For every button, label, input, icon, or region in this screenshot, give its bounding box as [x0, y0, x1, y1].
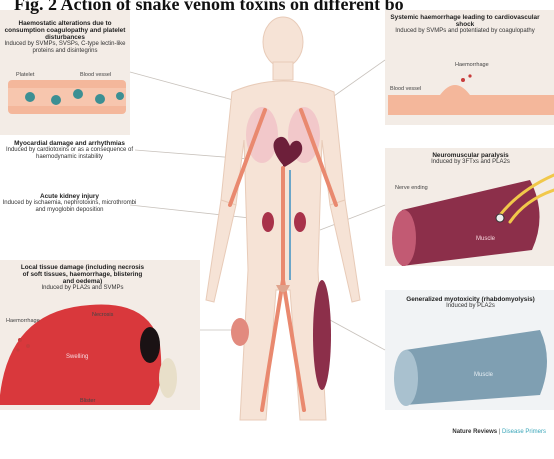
myocardial-heading: Myocardial damage and arrhythmias — [2, 140, 137, 147]
neuro-muscle-end — [392, 210, 416, 266]
leg-muscle — [313, 280, 331, 390]
local-heading: Local tissue damage (including necrosis … — [20, 264, 145, 285]
myotoxicity-sub: Induced by PLA2s — [446, 303, 495, 309]
synapse-icon — [496, 214, 504, 222]
haemostatic-caption: Haemostatic alterations due to consumpti… — [4, 20, 126, 55]
bladder — [276, 285, 290, 293]
systemic-caption: Systemic haemorrhage leading to cardiova… — [390, 14, 540, 35]
blister — [159, 358, 177, 398]
label-muscle-myo: Muscle — [474, 372, 493, 378]
journal-section: Disease Primers — [502, 429, 546, 435]
bite-site — [231, 318, 249, 346]
myocardial-caption: Myocardial damage and arrhythmias Induce… — [2, 140, 137, 161]
systemic-heading: Systemic haemorrhage leading to cardiova… — [390, 14, 540, 28]
label-haemorrhage-right: Haemorrhage — [455, 62, 489, 68]
label-swelling: Swelling — [66, 354, 88, 360]
label-necrosis: Necrosis — [92, 312, 113, 318]
myocardial-sub: Induced by cardiotoxins or as a conseque… — [6, 147, 133, 160]
label-blood-vessel-right: Blood vessel — [390, 86, 421, 92]
label-platelet: Platelet — [16, 72, 34, 78]
neuromuscular-sub: Induced by 3FTxs and PLA2s — [431, 159, 510, 165]
myo-muscle-end — [394, 350, 418, 406]
myotoxicity-heading: Generalized myotoxicity (rhabdomyolysis) — [398, 296, 543, 303]
kidney-sub: Induced by ischaemia, nephrotoxins, micr… — [3, 200, 137, 213]
figure-title: Fig. 2 Action of snake venom toxins on d… — [0, 0, 554, 15]
systemic-sub: Induced by SVMPs and potentiated by coag… — [395, 28, 534, 34]
necrosis-spot — [140, 327, 160, 363]
neuromuscular-caption: Neuromuscular paralysis Induced by 3FTxs… — [398, 152, 543, 166]
kidney-heading: Acute kidney injury — [2, 193, 137, 200]
journal-name: Nature Reviews — [452, 429, 497, 435]
local-sub: Induced by PLA2s and SVMPs — [41, 285, 123, 291]
haemostatic-sub: Induced by SVMPs, SVSPs, C-type lectin-l… — [4, 41, 125, 54]
haemostatic-heading: Haemostatic alterations due to consumpti… — [4, 20, 126, 41]
myotoxicity-caption: Generalized myotoxicity (rhabdomyolysis)… — [398, 296, 543, 310]
neuromuscular-heading: Neuromuscular paralysis — [398, 152, 543, 159]
local-caption: Local tissue damage (including necrosis … — [20, 264, 145, 292]
haemorrhage-drop — [461, 78, 465, 82]
journal-credit: Nature Reviews | Disease Primers — [452, 429, 546, 435]
label-nerve-ending: Nerve ending — [395, 185, 428, 191]
label-blood-vessel-left: Blood vessel — [80, 72, 111, 78]
haemorrhage-drop — [468, 74, 471, 77]
label-blister: Blister — [80, 398, 95, 404]
kidney-caption: Acute kidney injury Induced by ischaemia… — [2, 193, 137, 214]
label-muscle-neuro: Muscle — [476, 236, 495, 242]
label-haemorrhage-local: Haemorrhage — [6, 318, 40, 324]
